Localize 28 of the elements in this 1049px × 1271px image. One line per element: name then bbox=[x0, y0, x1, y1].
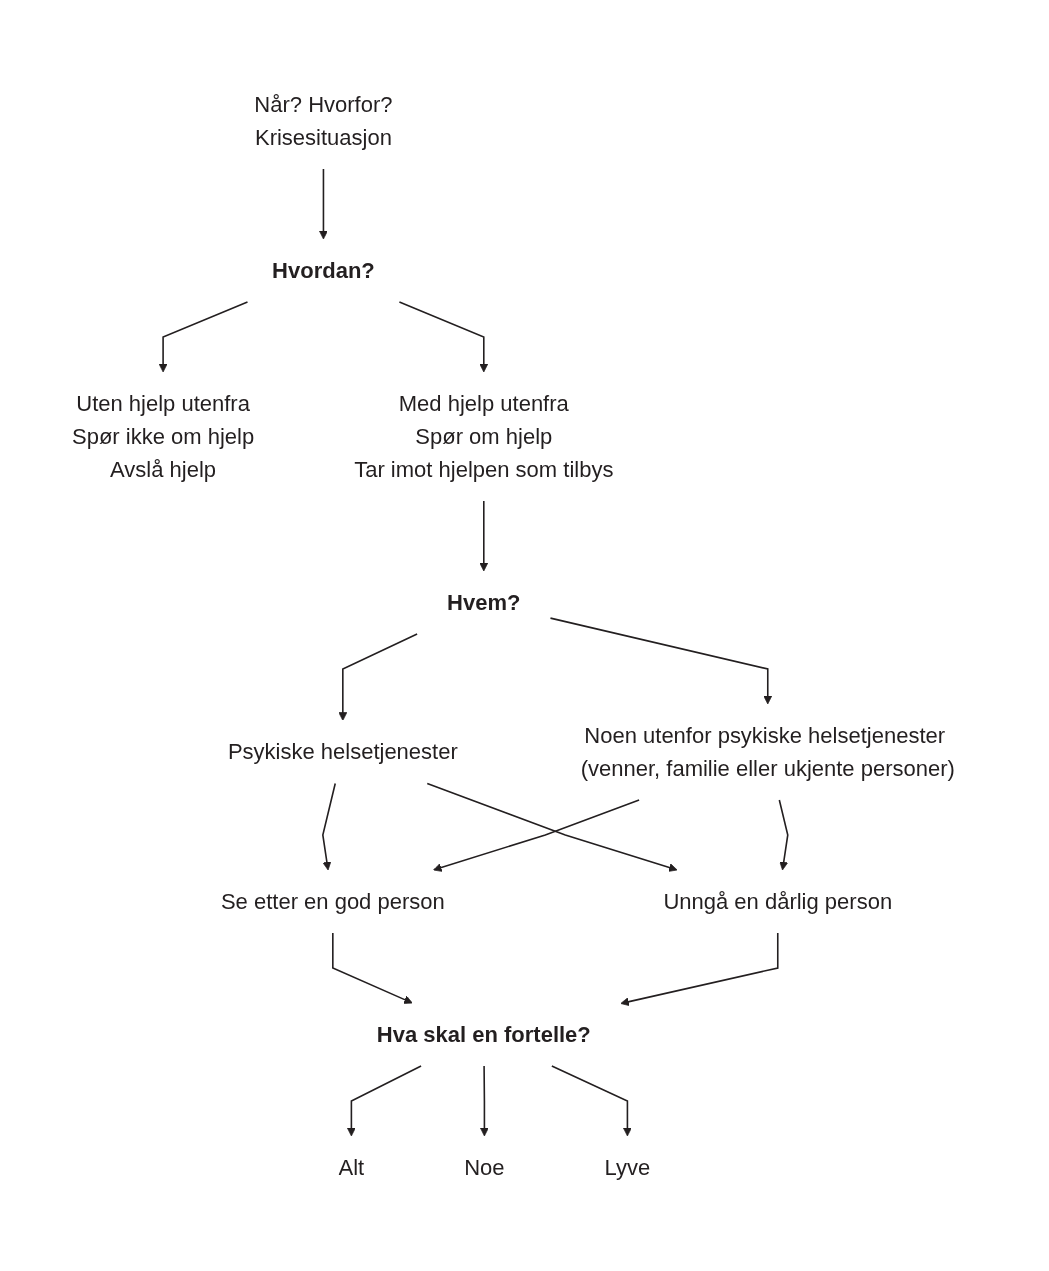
arrow bbox=[331, 931, 413, 1004]
node-text: Alt bbox=[338, 1154, 364, 1180]
node-text: Noe bbox=[463, 1154, 505, 1180]
arrow bbox=[318, 167, 328, 239]
node-text: Psykiske helsetjenester bbox=[227, 738, 458, 764]
node-text: Se etter en god person bbox=[220, 888, 445, 914]
node-text: Hvordan? bbox=[271, 257, 375, 283]
node-text: Hvem? bbox=[446, 589, 521, 615]
arrow bbox=[346, 1064, 422, 1136]
node-text: Når? Hvorfor? Krisesituasjon bbox=[253, 91, 393, 150]
arrow bbox=[479, 1064, 489, 1136]
arrow bbox=[778, 798, 789, 870]
arrow bbox=[398, 300, 488, 372]
arrow bbox=[479, 499, 488, 571]
node-text: Noen utenfor psykiske helsetjenester (venner, familie eller ukjente personer) bbox=[580, 722, 955, 781]
node-text: Unngå en dårlig person bbox=[663, 888, 892, 914]
node-text: Lyve bbox=[604, 1154, 650, 1180]
arrow bbox=[549, 616, 772, 704]
arrow bbox=[321, 782, 336, 870]
arrow bbox=[158, 300, 248, 372]
arrow bbox=[620, 931, 779, 1006]
node-text: Med hjelp utenfra Spør om hjelp Tar imot hjelpen som tilbys bbox=[353, 390, 614, 482]
node-text: Hva skal en fortelle? bbox=[376, 1021, 591, 1047]
arrow bbox=[550, 1064, 632, 1136]
arrow bbox=[432, 798, 640, 872]
arrow bbox=[426, 782, 678, 872]
node-text: Uten hjelp utenfra Spør ikke om hjelp Avslå hjelp bbox=[71, 390, 254, 482]
arrow bbox=[338, 632, 418, 721]
